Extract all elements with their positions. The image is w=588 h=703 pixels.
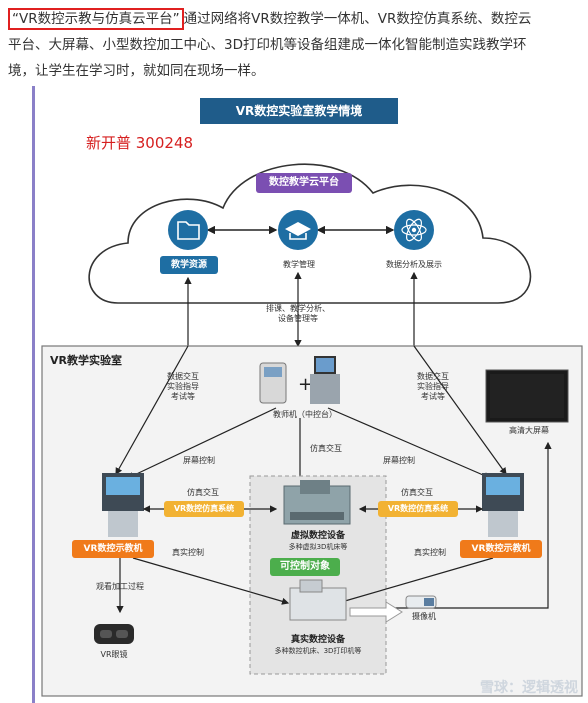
diagram-svg: + — [41, 98, 583, 697]
virtual-device-label: 虚拟数控设备 — [290, 531, 345, 541]
real-machine-icon — [289, 587, 347, 621]
left-data-link-label: 数据交互 实验指导 考试等 — [167, 372, 199, 401]
teacher-station-label: 教师机（中控台） — [273, 410, 337, 419]
stock-label: 新开普 300248 — [86, 134, 194, 152]
screen-control-left-label: 屏幕控制 — [183, 456, 215, 465]
real-device-label: 真实数控设备 — [290, 635, 345, 645]
cloud-platform-badge: 数控教学云平台 — [256, 173, 352, 193]
right-data-link-label: 数据交互 实验指导 考试等 — [417, 372, 449, 401]
diagram-canvas: + — [38, 88, 588, 703]
watermark: 雪球：逻辑透视 — [480, 680, 578, 696]
diagram-title: VR数控实验室教学情境 — [235, 104, 363, 118]
controllable-object-badge: 可控制对象 — [270, 558, 340, 576]
center-link-label: 排课、教学分析、 设备管理等 — [266, 304, 330, 323]
virtual-device-sub-label: 多种虚拟3D机床等 — [288, 543, 348, 551]
vr-teach-right-badge: VR数控示教机 — [460, 540, 542, 558]
intro-paragraph: “VR数控示教与仿真云平台”通过网络将VR数控教学一体机、VR数控仿真系统、数控… — [8, 6, 580, 84]
sim-interact-left-label: 仿真交互 — [187, 488, 219, 497]
vr-glasses-label: VR眼镜 — [100, 650, 128, 659]
screen-control-right-label: 屏幕控制 — [383, 456, 415, 465]
vr-sim-left-badge: VR数控仿真系统 — [164, 501, 244, 517]
svg-text:+: + — [298, 374, 313, 395]
watch-process-label: 观看加工过程 — [96, 582, 144, 591]
big-screen-label: 高清大屏幕 — [509, 426, 549, 435]
teaching-resources-badge: 教学资源 — [160, 256, 218, 274]
title-bar — [200, 98, 398, 124]
intro-line1: 通过网络将VR数控教学一体机、VR数控仿真系统、数控云 — [183, 11, 532, 27]
data-analysis-label: 数据分析及展示 — [386, 260, 442, 269]
quote-bar — [32, 86, 35, 703]
intro-line2: 平台、大屏幕、小型数控加工中心、3D打印机等设备组建成一体化智能制造实践教学环 — [8, 37, 527, 53]
vr-glasses-icon — [94, 624, 134, 644]
real-control-left-label: 真实控制 — [172, 548, 204, 557]
real-device-sub-label: 多种数控机床、3D打印机等 — [274, 647, 362, 655]
vr-sim-right-badge: VR数控仿真系统 — [378, 501, 458, 517]
vr-teach-left-badge: VR数控示教机 — [72, 540, 154, 558]
sim-interact-center-label: 仿真交互 — [310, 444, 342, 453]
intro-line3: 境，让学生在学习时，就如同在现场一样。 — [8, 63, 265, 79]
folder-icon — [168, 210, 208, 250]
lab-title: VR教学实验室 — [50, 354, 122, 367]
camera-label: 摄像机 — [412, 612, 436, 621]
teaching-management-label: 教学管理 — [283, 260, 315, 269]
sim-interact-right-label: 仿真交互 — [401, 488, 433, 497]
real-control-right-label: 真实控制 — [414, 548, 446, 557]
highlight-platform-name: “VR数控示教与仿真云平台” — [8, 8, 184, 30]
